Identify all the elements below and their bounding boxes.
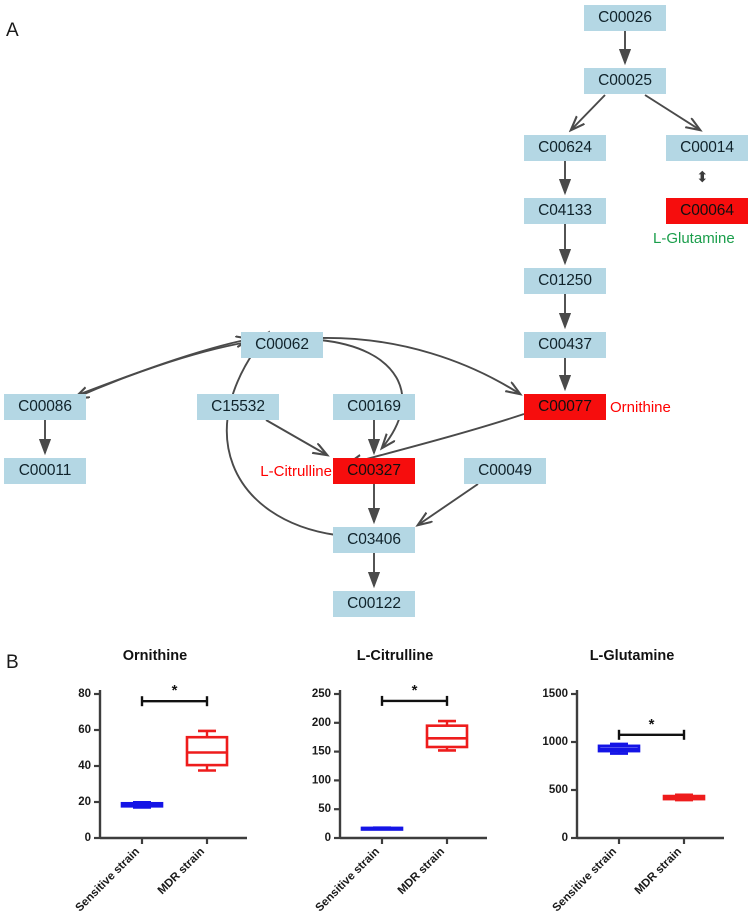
x-category-label: Sensitive strain bbox=[551, 846, 620, 914]
pathway-node-c00011: C00011 bbox=[4, 458, 86, 484]
boxplot-ornithine: Ornithine 0 20 40 60 80 * Sensitive strain MDR s… bbox=[35, 640, 275, 914]
pathway-node-c03406: C03406 bbox=[333, 527, 415, 553]
y-tick-label: 200 bbox=[312, 717, 331, 729]
box-mdr-strain bbox=[185, 729, 229, 772]
x-category-label: MDR strain bbox=[156, 846, 207, 897]
y-tick-label: 0 bbox=[85, 832, 91, 844]
significance-bracket: * bbox=[380, 682, 449, 706]
pathway-node-c00025: C00025 bbox=[584, 68, 666, 94]
pathway-node-c15532: C15532 bbox=[197, 394, 279, 420]
pathway-node-c00086: C00086 bbox=[4, 394, 86, 420]
y-tick-label: 1000 bbox=[542, 736, 568, 748]
y-tick-label: 150 bbox=[312, 746, 331, 758]
significance-star: * bbox=[172, 682, 178, 699]
pathway-node-c00014: C00014 bbox=[666, 135, 748, 161]
l-glutamine-annotation: L-Glutamine bbox=[653, 229, 735, 247]
box-sensitive-strain bbox=[597, 742, 641, 755]
pathway-node-c00049: C00049 bbox=[464, 458, 546, 484]
significance-star: * bbox=[649, 716, 655, 733]
panel-a-pathway: A bbox=[4, 5, 748, 617]
box-sensitive-strain bbox=[360, 826, 404, 831]
pathway-node-c00064: C00064 bbox=[666, 198, 748, 224]
boxplot-l-citrulline: L-Citrulline 0 50 100 150 200 250 * Sensitive st… bbox=[275, 640, 515, 914]
y-tick-label: 100 bbox=[312, 774, 331, 786]
significance-star: * bbox=[412, 682, 418, 699]
x-category-label: MDR strain bbox=[633, 846, 684, 897]
y-tick-label: 0 bbox=[562, 832, 568, 844]
chart-canvas-ornithine: 0 20 40 60 80 * Sensitive strain MDR strain bbox=[74, 682, 247, 914]
y-tick-label: 250 bbox=[312, 688, 331, 700]
y-tick-label: 20 bbox=[78, 796, 91, 808]
pathway-node-c00026: C00026 bbox=[584, 5, 666, 31]
y-tick-label: 80 bbox=[78, 688, 91, 700]
y-tick-label: 500 bbox=[549, 784, 568, 796]
panel-b-label: B bbox=[6, 652, 19, 673]
pathway-node-c00437: C00437 bbox=[524, 332, 606, 358]
pathway-node-c00077: C00077 bbox=[524, 394, 606, 420]
ornithine-annotation: Ornithine bbox=[610, 398, 671, 416]
panel-b-boxplots: B Ornithine 0 20 40 60 80 * Sensitive strain MDR… bbox=[0, 640, 750, 914]
box-sensitive-strain bbox=[120, 801, 164, 809]
l-citrulline-annotation: L-Citrulline bbox=[260, 462, 332, 480]
y-tick-label: 40 bbox=[78, 760, 91, 772]
pathway-node-c00169: C00169 bbox=[333, 394, 415, 420]
x-category-label: Sensitive strain bbox=[74, 846, 143, 914]
pathway-node-c00122: C00122 bbox=[333, 591, 415, 617]
y-tick-label: 1500 bbox=[542, 688, 568, 700]
y-tick-label: 50 bbox=[318, 803, 331, 815]
pathway-node-c00062: C00062 bbox=[241, 332, 323, 358]
bidirectional-arrow-icon: ⬍ bbox=[696, 169, 709, 186]
chart-title-ornithine: Ornithine bbox=[122, 648, 188, 664]
pathway-node-c00327: C00327 bbox=[333, 458, 415, 484]
chart-title-l-citrulline: L-Citrulline bbox=[356, 648, 434, 664]
box-mdr-strain bbox=[662, 793, 706, 802]
boxplot-l-glutamine: L-Glutamine 0 500 1000 1500 * Sensitive strain… bbox=[512, 640, 750, 914]
y-tick-label: 60 bbox=[78, 724, 91, 736]
panel-a-label: A bbox=[6, 20, 19, 41]
chart-title-l-glutamine: L-Glutamine bbox=[589, 648, 675, 664]
x-category-label: MDR strain bbox=[396, 846, 447, 897]
pathway-node-c01250: C01250 bbox=[524, 268, 606, 294]
x-category-label: Sensitive strain bbox=[314, 846, 383, 914]
chart-canvas-l-citrulline: 0 50 100 150 200 250 * Sensitive strain MDR stra… bbox=[312, 682, 487, 914]
pathway-node-c00624: C00624 bbox=[524, 135, 606, 161]
box-mdr-strain bbox=[425, 719, 469, 752]
pathway-node-c04133: C04133 bbox=[524, 198, 606, 224]
significance-bracket: * bbox=[140, 682, 209, 707]
significance-bracket: * bbox=[617, 716, 686, 740]
y-tick-label: 0 bbox=[325, 832, 331, 844]
chart-canvas-l-glutamine: 0 500 1000 1500 * Sensitive strain MDR strain bbox=[542, 688, 724, 914]
